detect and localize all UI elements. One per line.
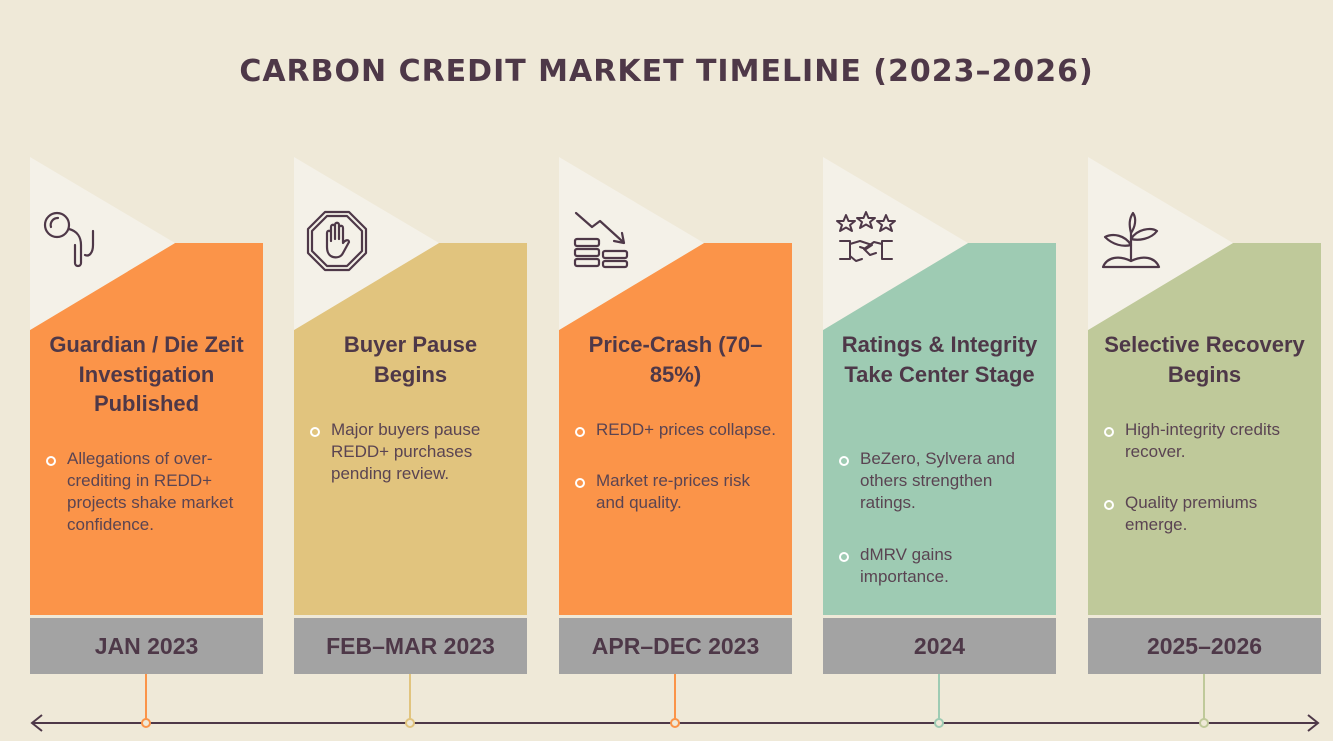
bullet-item: Allegations of over-crediting in REDD+ p… — [46, 448, 251, 536]
date-label: JAN 2023 — [30, 618, 263, 674]
bullet-item: High-integrity credits recover. — [1104, 419, 1309, 463]
stars-handshake-icon — [836, 211, 896, 262]
milestone-bullets: BeZero, Sylvera and others strengthen ra… — [839, 448, 1044, 596]
bullet-item: Market re-prices risk and quality. — [575, 470, 780, 514]
milestone-card-1: Guardian / Die Zeit Investigation Publis… — [30, 157, 263, 615]
milestone-title: Selective Recovery Begins — [1104, 332, 1305, 387]
milestone-title: Buyer Pause Begins — [343, 332, 478, 387]
price-drop-icon — [573, 211, 629, 269]
arrow-right-icon — [1307, 714, 1320, 732]
timeline-connector-2 — [405, 674, 415, 728]
milestone-card-3: Price-Crash (70–85%) REDD+ prices collap… — [559, 157, 792, 615]
bullet-dot — [310, 427, 320, 437]
timeline-connector-5 — [1199, 674, 1209, 728]
sprout-icon — [1101, 211, 1161, 269]
timeline-axis — [30, 674, 1320, 732]
bullet-item: dMRV gains importance. — [839, 544, 1044, 588]
card-background — [823, 157, 1056, 615]
bullet-item: Quality premiums emerge. — [1104, 492, 1309, 536]
bullet-item: BeZero, Sylvera and others strengthen ra… — [839, 448, 1044, 514]
bullet-dot — [46, 456, 56, 466]
date-label: 2024 — [823, 618, 1056, 674]
arrow-left-icon — [30, 714, 43, 732]
milestone-title: Ratings & Integrity Take Center Stage — [841, 332, 1038, 387]
milestone-title: Price-Crash (70–85%) — [588, 332, 763, 387]
card-background — [294, 157, 527, 615]
bullet-dot — [1104, 500, 1114, 510]
milestone-bullets: High-integrity credits recover. Quality … — [1104, 419, 1309, 544]
card-background — [1088, 157, 1321, 615]
milestone-card-2: Buyer Pause Begins Major buyers pause RE… — [294, 157, 527, 615]
milestone-card-5: Selective Recovery Begins High-integrity… — [1088, 157, 1321, 615]
timeline-connector-3 — [670, 674, 680, 728]
bullet-dot — [575, 427, 585, 437]
bullet-dot — [575, 478, 585, 488]
milestone-card-4: Ratings & Integrity Take Center Stage Be… — [823, 157, 1056, 615]
timeline-connector-1 — [141, 674, 151, 728]
milestone-bullets: Allegations of over-crediting in REDD+ p… — [46, 448, 251, 544]
magnifier-icon — [43, 211, 95, 268]
card-background — [30, 157, 263, 615]
timeline-connector-4 — [934, 674, 944, 728]
stop-hand-icon — [306, 210, 368, 272]
card-background — [559, 157, 792, 615]
date-label: FEB–MAR 2023 — [294, 618, 527, 674]
date-label: APR–DEC 2023 — [559, 618, 792, 674]
bullet-dot — [1104, 427, 1114, 437]
bullet-dot — [839, 456, 849, 466]
milestone-bullets: Major buyers pause REDD+ purchases pendi… — [310, 419, 515, 493]
bullet-dot — [839, 552, 849, 562]
date-label: 2025–2026 — [1088, 618, 1321, 674]
milestone-title: Guardian / Die Zeit Investigation Publis… — [49, 332, 244, 416]
bullet-item: Major buyers pause REDD+ purchases pendi… — [310, 419, 515, 485]
milestone-bullets: REDD+ prices collapse. Market re-prices … — [575, 419, 780, 522]
page-title: CARBON CREDIT MARKET TIMELINE (2023–2026… — [239, 54, 1094, 89]
bullet-item: REDD+ prices collapse. — [575, 419, 780, 441]
